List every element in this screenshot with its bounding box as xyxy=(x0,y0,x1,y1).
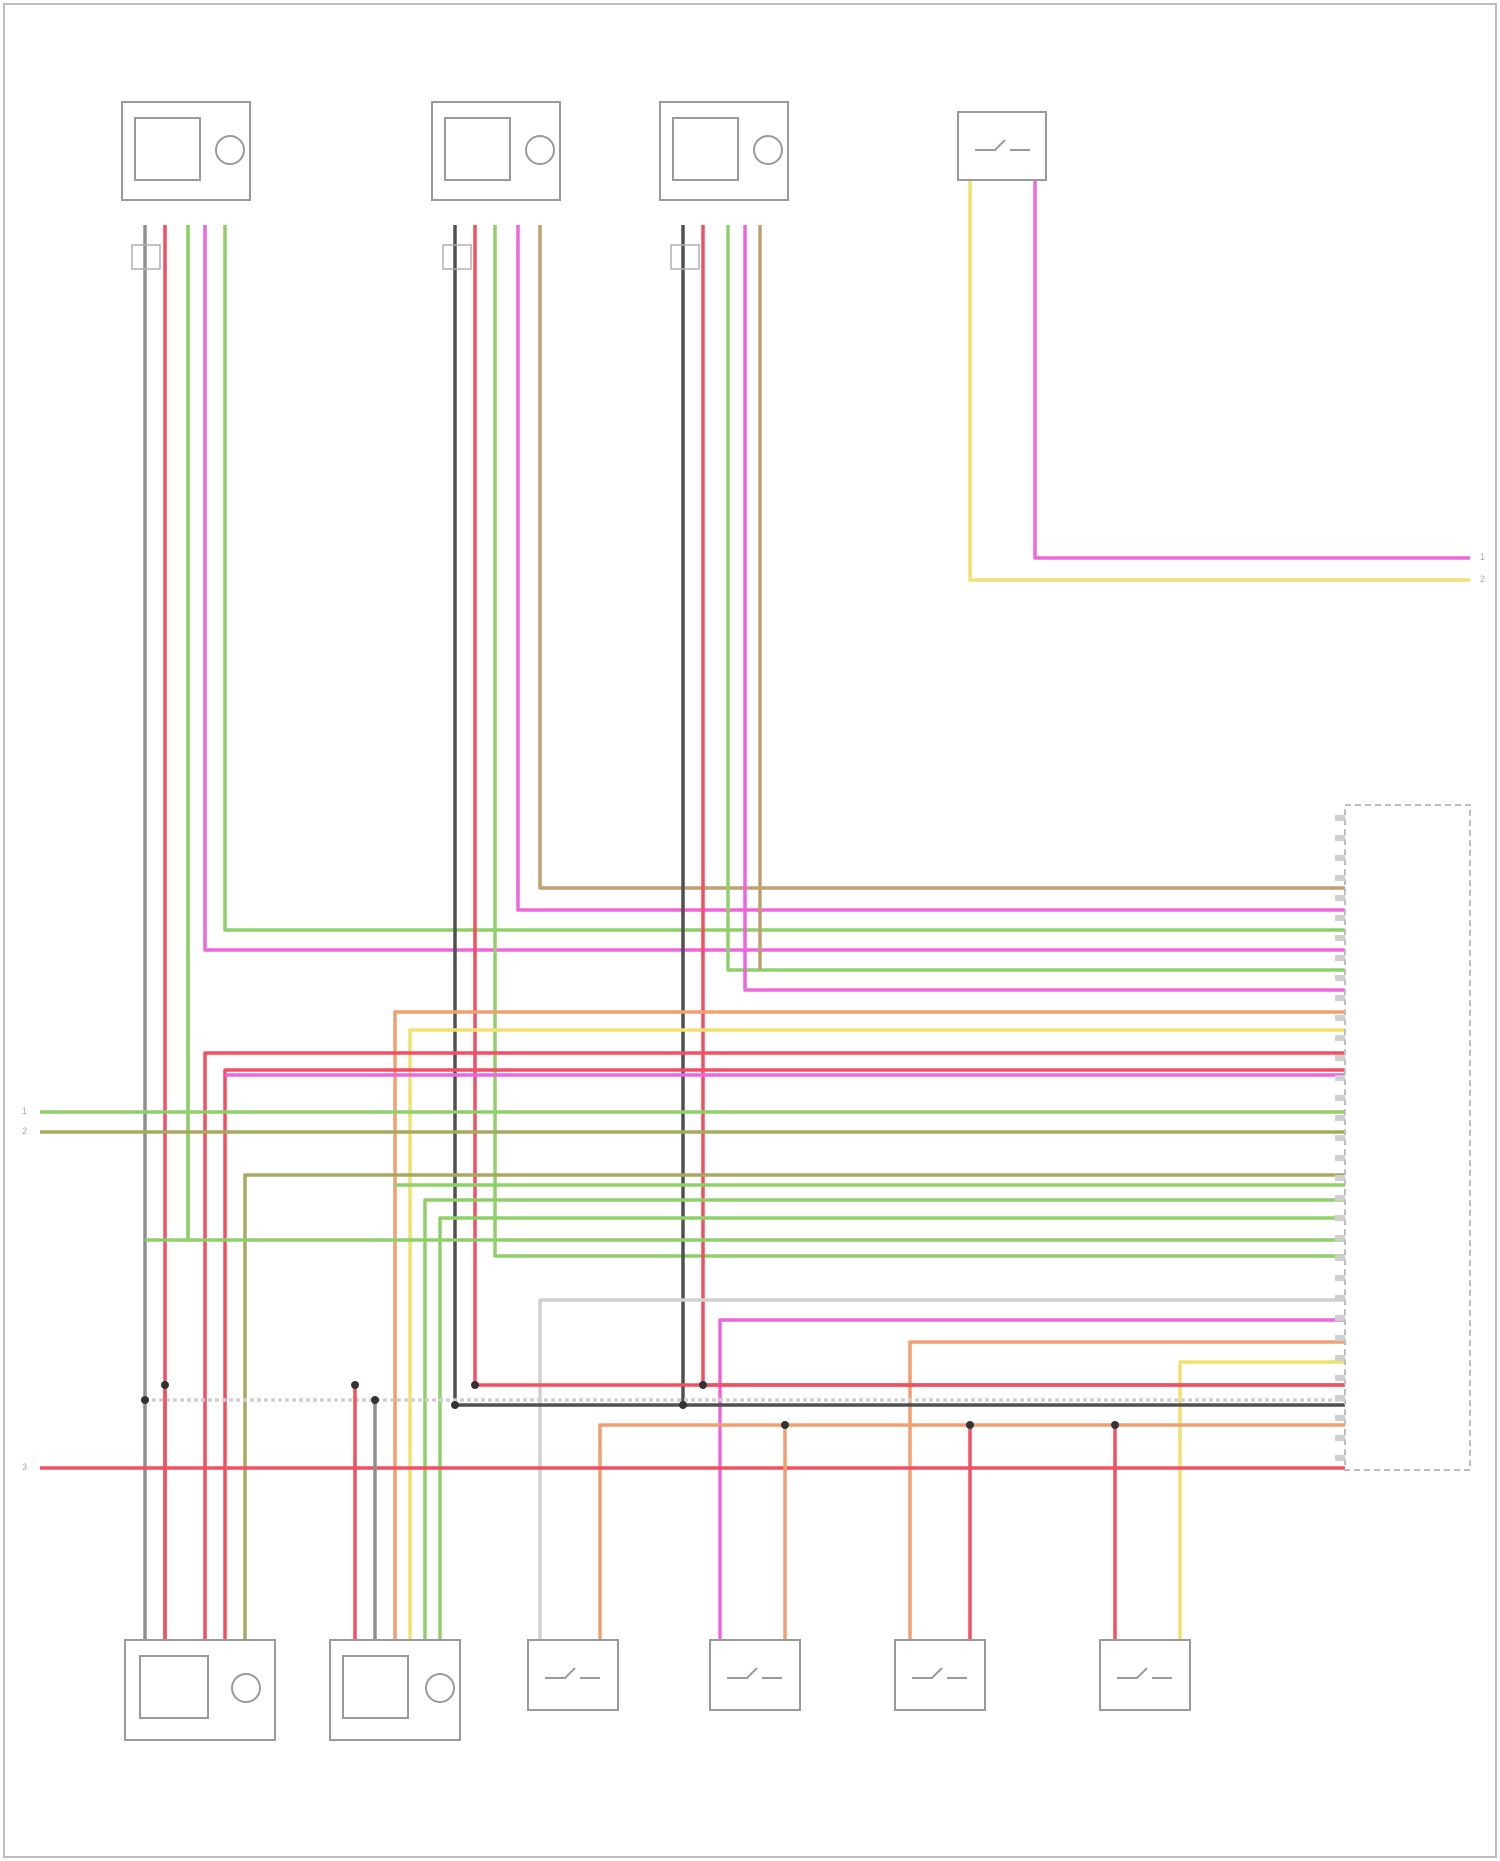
wire xyxy=(440,1218,1345,1650)
bottom-sensor-1 xyxy=(528,1640,618,1710)
wire xyxy=(518,225,1345,910)
motor-icon xyxy=(754,136,782,164)
motor-icon xyxy=(216,136,244,164)
wire xyxy=(745,225,1345,990)
wire xyxy=(410,1030,1345,1650)
top-sensor xyxy=(958,112,1046,180)
splice-dot xyxy=(1111,1421,1119,1429)
connector-pin-label: 1 xyxy=(1480,552,1485,562)
bottom-motor-2 xyxy=(330,1640,460,1740)
motor-icon xyxy=(526,136,554,164)
wire xyxy=(910,1342,1345,1650)
connector-pin-label: 2 xyxy=(1480,574,1485,584)
wire xyxy=(1035,180,1470,558)
connector-block xyxy=(671,245,699,269)
bottom-sensor-4 xyxy=(1100,1640,1190,1710)
climate-control-module xyxy=(1335,805,1470,1470)
splice-dot xyxy=(141,1396,149,1404)
bottom-sensor-3 xyxy=(895,1640,985,1710)
top-motor-2 xyxy=(432,102,560,200)
top-connector-markers xyxy=(132,245,699,269)
connector-pin-label: 2 xyxy=(22,1126,27,1136)
module-pins xyxy=(1335,815,1345,1461)
wire xyxy=(495,225,1345,1256)
splice-dot xyxy=(351,1381,359,1389)
splice-dot xyxy=(371,1396,379,1404)
bottom-motor-1 xyxy=(125,1640,275,1740)
motor-icon xyxy=(232,1674,260,1702)
wire xyxy=(600,1425,1345,1650)
wire xyxy=(720,1320,1345,1650)
bottom-sensor-2 xyxy=(710,1640,800,1710)
right-top-connector: 1 2 xyxy=(1480,552,1485,584)
splice-dot xyxy=(699,1381,707,1389)
motor-icon xyxy=(426,1674,454,1702)
connector-pin-label: 1 xyxy=(22,1106,27,1116)
splice-dot xyxy=(966,1421,974,1429)
splice-dot xyxy=(471,1381,479,1389)
splice-dot xyxy=(451,1401,459,1409)
wire xyxy=(395,1012,1345,1650)
connector-block xyxy=(443,245,471,269)
splice-dot xyxy=(679,1401,687,1409)
left-connector: 1 2 3 xyxy=(22,1106,27,1472)
top-motor-3 xyxy=(660,102,788,200)
splice-dot xyxy=(161,1381,169,1389)
wire xyxy=(225,225,1345,930)
wire xyxy=(970,180,1470,580)
connector-pin-label: 3 xyxy=(22,1462,27,1472)
wire xyxy=(205,225,1345,950)
splice-dot xyxy=(781,1421,789,1429)
wire xyxy=(540,1300,1345,1650)
wires xyxy=(40,180,1470,1650)
top-motor-1 xyxy=(122,102,250,200)
